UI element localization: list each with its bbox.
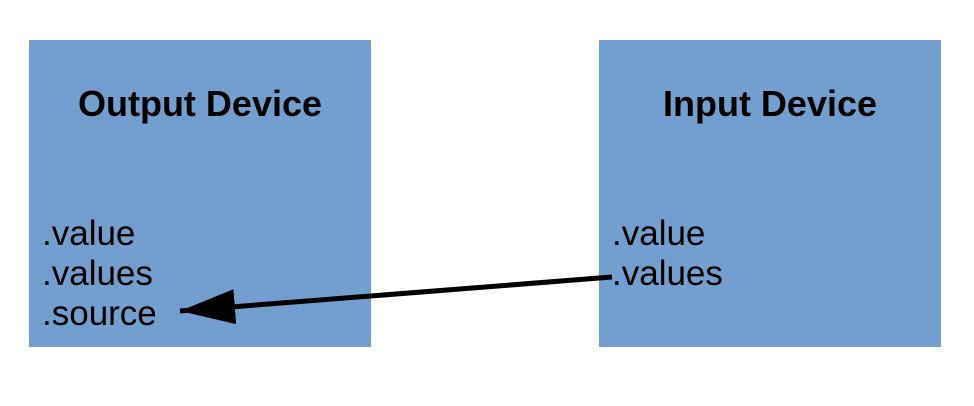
input-device-member-value: .value <box>612 214 706 253</box>
input-device-title: Input Device <box>662 83 878 124</box>
output-device-member-source: .source <box>42 294 157 333</box>
output-device-member-values: .values <box>42 254 153 293</box>
input-device-members: .value .values <box>612 214 723 294</box>
output-device-box: Output Device .value .values .source <box>29 40 371 347</box>
output-device-title: Output Device <box>77 83 323 124</box>
output-device-member-value: .value <box>42 214 136 253</box>
input-device-box: Input Device .value .values <box>599 40 941 347</box>
input-device-member-values: .values <box>612 254 723 293</box>
output-device-members: .value .values .source <box>42 214 157 334</box>
